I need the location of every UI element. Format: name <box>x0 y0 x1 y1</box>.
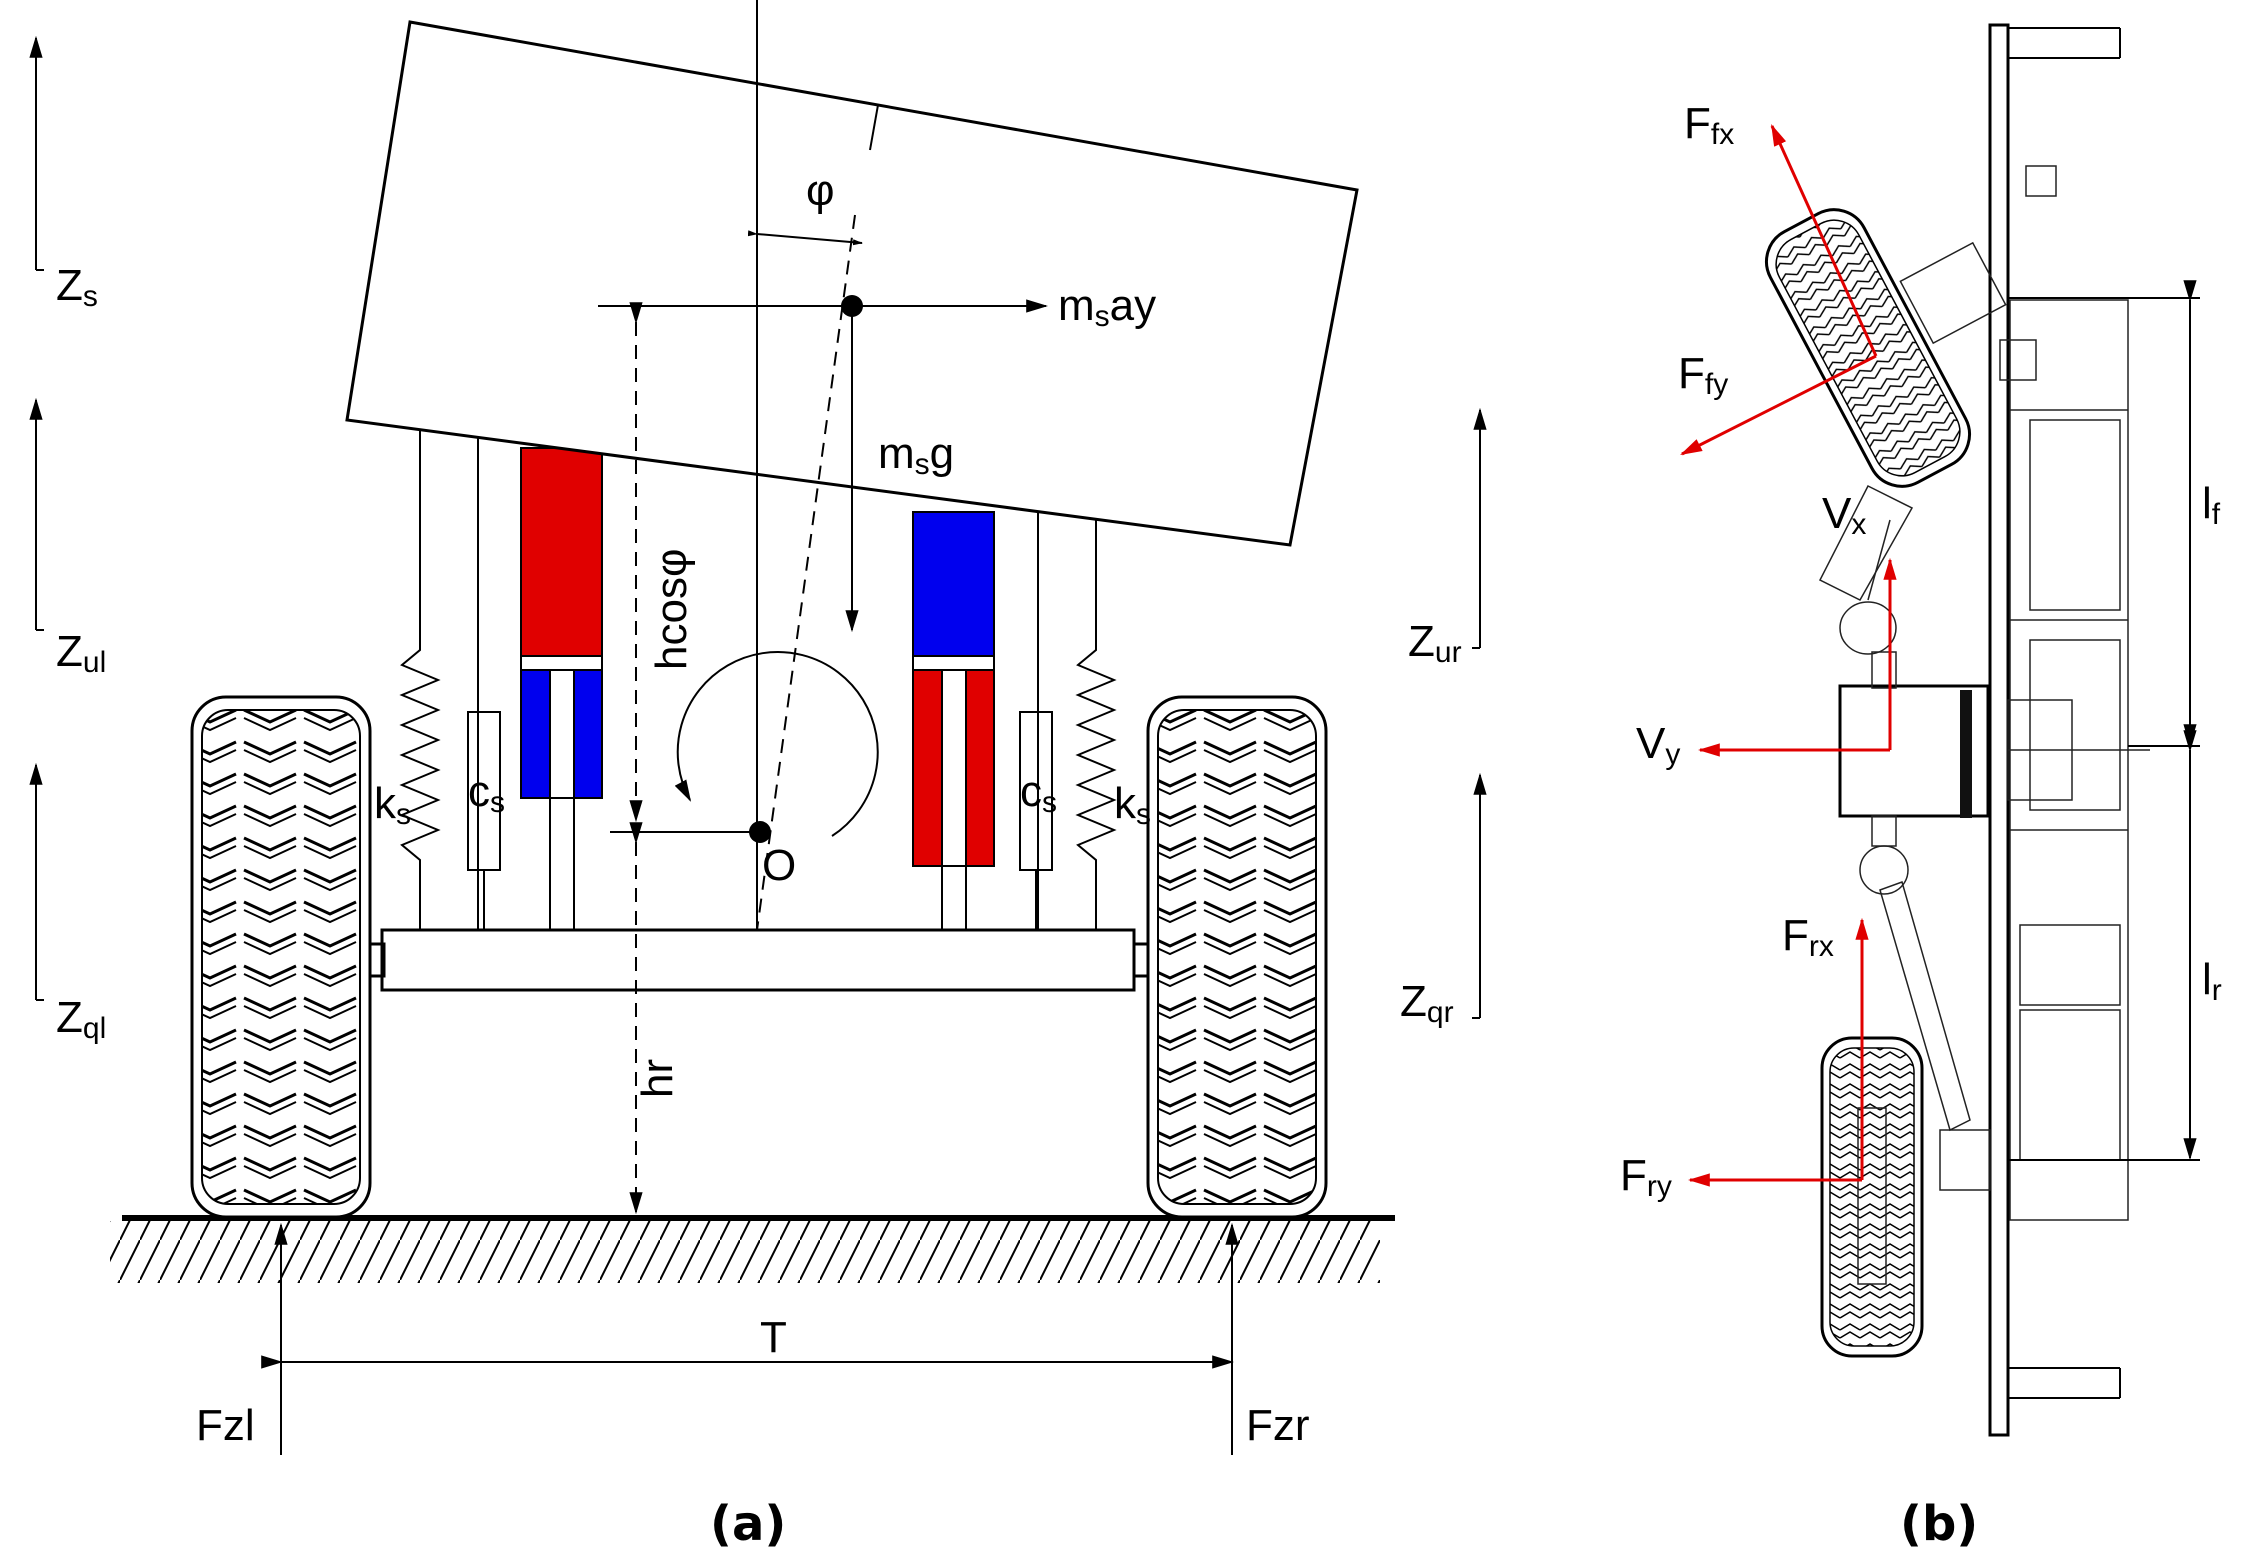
hr-label: hr <box>633 1059 682 1098</box>
caption-a: (a) <box>710 1496 786 1552</box>
phi-label: φ <box>806 166 835 215</box>
front-wheel <box>1765 208 1971 488</box>
sprung-mass-body <box>345 20 1359 547</box>
right-tire <box>1146 695 1328 1219</box>
rear-wheel <box>1820 1036 1924 1358</box>
right-actuator <box>912 511 995 930</box>
z-axes-left <box>29 35 44 1001</box>
frx-label: Frx <box>1782 911 1834 963</box>
cs-left-label: cs <box>468 767 505 819</box>
lr-label: lr <box>2202 955 2222 1007</box>
ks-left-label: ks <box>374 779 411 831</box>
fry-label: Fry <box>1620 1151 1672 1203</box>
caption-b: (b) <box>1900 1496 1978 1552</box>
zql-label: Zql <box>56 993 106 1045</box>
rear-linkage <box>1859 845 1991 1191</box>
roll-center-point <box>749 821 771 843</box>
zqr-label: Zqr <box>1400 977 1454 1029</box>
origin-label: O <box>762 841 796 890</box>
hcos-label: hcosφ <box>647 549 696 670</box>
msg-label: msg <box>878 429 954 481</box>
ground <box>110 1215 1395 1283</box>
z-axes-right <box>1472 407 1487 1019</box>
left-actuator <box>520 447 603 930</box>
cs-right-label: cs <box>1020 767 1057 819</box>
front-linkage <box>1818 484 1914 655</box>
roll-axis-dashed <box>756 214 856 931</box>
front-hub <box>1899 241 2007 345</box>
chassis-frame <box>1988 23 2129 1437</box>
panel-b: lf lr Ffx Ffy Vx Vy Frx Fry (b) <box>1620 23 2222 1552</box>
zs-label: Zs <box>56 261 98 313</box>
track-label: T <box>760 1313 787 1362</box>
lf-label: lf <box>2202 479 2221 531</box>
fzl-label: Fzl <box>196 1401 255 1450</box>
force-vectors <box>1680 123 1897 1187</box>
ffy-label: Ffy <box>1678 349 1728 401</box>
wheelbase-dimensions <box>2008 280 2200 1161</box>
vy-label: Vy <box>1636 719 1680 771</box>
zul-label: Zul <box>56 627 106 679</box>
vx-label: Vx <box>1822 489 1866 541</box>
left-tire <box>190 695 372 1219</box>
axle-beam <box>380 928 1136 992</box>
ffx-label: Ffx <box>1684 99 1734 151</box>
panel-a: Zs Zul Zql Zur Zqr <box>29 0 1487 1552</box>
left-suspension <box>399 420 501 930</box>
zur-label: Zur <box>1408 617 1462 669</box>
fzr-label: Fzr <box>1246 1401 1310 1450</box>
msay-label: msay <box>1058 281 1156 333</box>
ks-right-label: ks <box>1114 779 1151 831</box>
roll-moment-arrow <box>674 651 879 837</box>
